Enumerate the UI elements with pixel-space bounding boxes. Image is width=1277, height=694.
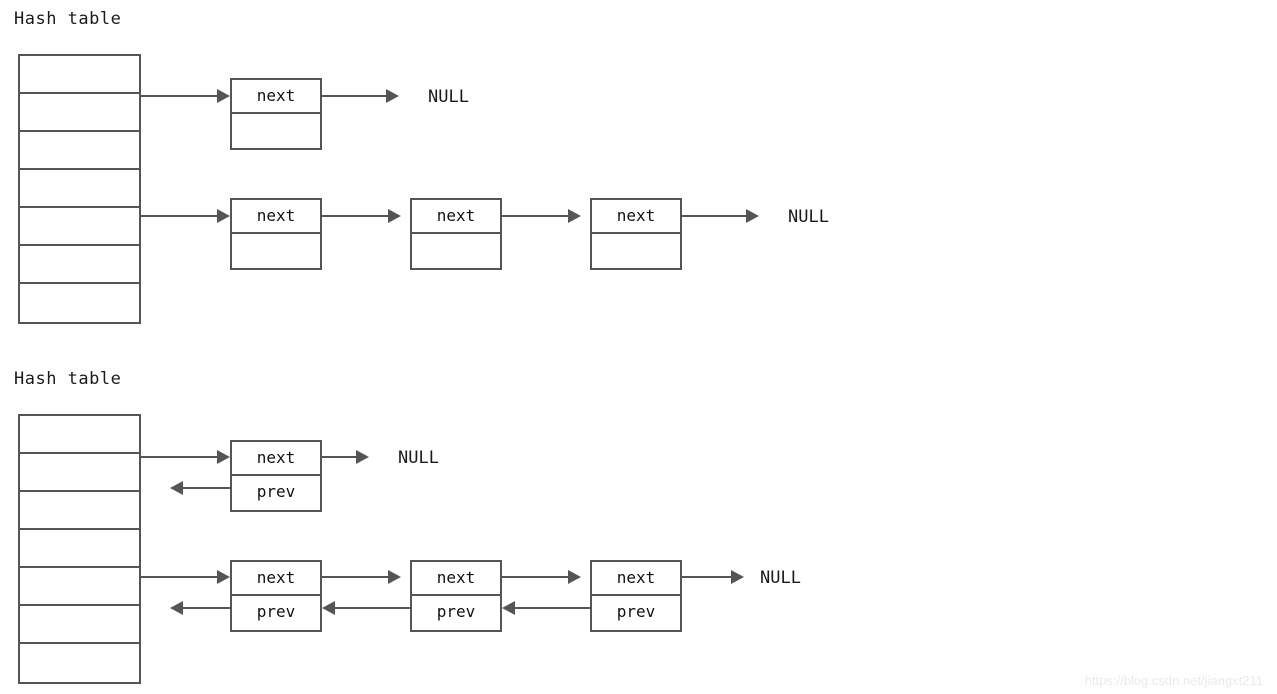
section-title-singly-linked: Hash table — [14, 9, 122, 29]
null-label: NULL — [398, 448, 439, 468]
bucket-to-node-arrow-head — [217, 89, 230, 103]
prev-to-bucket-arrow-head — [170, 481, 183, 495]
list-node[interactable]: next prev — [410, 560, 502, 632]
hash-cell[interactable] — [20, 568, 139, 606]
list-node[interactable]: next prev — [230, 560, 322, 632]
prev-back-arrow-head — [322, 601, 335, 615]
list-node[interactable]: next — [230, 198, 322, 270]
prev-to-bucket-arrow-line — [183, 487, 230, 489]
node-field-empty — [232, 114, 320, 148]
prev-back-arrow-line — [515, 607, 590, 609]
next-to-null-arrow-line — [682, 215, 746, 217]
hash-cell[interactable] — [20, 284, 139, 322]
node-to-node-arrow-line — [502, 576, 568, 578]
node-field-empty — [592, 234, 680, 268]
bucket-to-node-arrow-line — [141, 576, 217, 578]
bucket-to-node-arrow-head — [217, 570, 230, 584]
hash-cell[interactable] — [20, 606, 139, 644]
list-node[interactable]: next prev — [590, 560, 682, 632]
next-to-null-arrow-head — [386, 89, 399, 103]
node-field-next: next — [232, 200, 320, 234]
node-field-next: next — [412, 200, 500, 234]
list-node[interactable]: next prev — [230, 440, 322, 512]
node-field-prev: prev — [412, 596, 500, 630]
node-to-node-arrow-line — [502, 215, 568, 217]
hash-cell[interactable] — [20, 246, 139, 284]
list-node[interactable]: next — [590, 198, 682, 270]
hash-cell[interactable] — [20, 644, 139, 682]
null-label: NULL — [760, 568, 801, 588]
node-to-node-arrow-head — [568, 209, 581, 223]
next-to-null-arrow-line — [322, 95, 386, 97]
node-to-node-arrow-head — [388, 209, 401, 223]
list-node[interactable]: next — [410, 198, 502, 270]
hash-table-doubly — [18, 414, 141, 684]
node-field-next: next — [232, 562, 320, 596]
hash-cell[interactable] — [20, 454, 139, 492]
bucket-to-node-arrow-line — [141, 215, 217, 217]
node-field-next: next — [232, 442, 320, 476]
next-to-null-arrow-line — [682, 576, 731, 578]
null-label: NULL — [428, 87, 469, 107]
hash-cell[interactable] — [20, 132, 139, 170]
hash-cell[interactable] — [20, 416, 139, 454]
prev-to-bucket-arrow-line — [183, 607, 230, 609]
bucket-to-node-arrow-line — [141, 95, 217, 97]
next-to-null-arrow-head — [731, 570, 744, 584]
node-field-prev: prev — [232, 596, 320, 630]
prev-back-arrow-line — [335, 607, 410, 609]
node-field-prev: prev — [232, 476, 320, 510]
section-title-doubly-linked: Hash table — [14, 369, 122, 389]
bucket-to-node-arrow-line — [141, 456, 217, 458]
node-field-prev: prev — [592, 596, 680, 630]
node-field-next: next — [232, 80, 320, 114]
hash-table-singly — [18, 54, 141, 324]
node-field-next: next — [592, 562, 680, 596]
prev-back-arrow-head — [502, 601, 515, 615]
null-label: NULL — [788, 207, 829, 227]
node-field-next: next — [412, 562, 500, 596]
hash-cell[interactable] — [20, 492, 139, 530]
hash-cell[interactable] — [20, 170, 139, 208]
next-to-null-arrow-head — [356, 450, 369, 464]
bucket-to-node-arrow-head — [217, 209, 230, 223]
node-to-node-arrow-head — [568, 570, 581, 584]
node-to-node-arrow-line — [322, 215, 388, 217]
hash-cell[interactable] — [20, 208, 139, 246]
bucket-to-node-arrow-head — [217, 450, 230, 464]
next-to-null-arrow-line — [322, 456, 356, 458]
node-to-node-arrow-head — [388, 570, 401, 584]
node-field-next: next — [592, 200, 680, 234]
node-to-node-arrow-line — [322, 576, 388, 578]
list-node[interactable]: next — [230, 78, 322, 150]
watermark: https://blog.csdn.net/jiangxt211 — [1084, 673, 1263, 688]
node-field-empty — [412, 234, 500, 268]
prev-to-bucket-arrow-head — [170, 601, 183, 615]
hash-cell[interactable] — [20, 530, 139, 568]
hash-cell[interactable] — [20, 56, 139, 94]
node-field-empty — [232, 234, 320, 268]
hash-cell[interactable] — [20, 94, 139, 132]
next-to-null-arrow-head — [746, 209, 759, 223]
